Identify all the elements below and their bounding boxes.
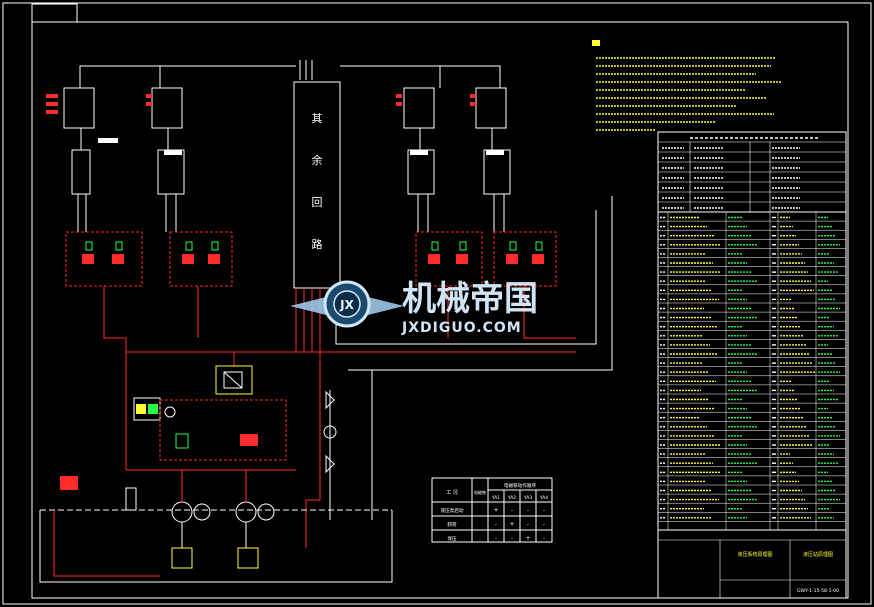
op-table-subhead: YA4: [539, 495, 548, 501]
drawing-number: GWY-1-15-58-1-00: [797, 588, 839, 594]
valve-spools: [82, 254, 544, 264]
op-table-cell: -: [511, 535, 513, 542]
main-pressure-lines: [103, 286, 576, 548]
check-valves: [323, 390, 337, 474]
op-table-cell: -: [543, 521, 545, 528]
center-label-char: 余: [312, 153, 323, 167]
drawing-border: [31, 21, 849, 599]
op-table-row-label: 液压泵启动: [441, 507, 464, 514]
top-manifold-lines: [79, 60, 501, 88]
actuator-red-markers: [46, 94, 476, 114]
cylinder-label-plates: [98, 138, 504, 155]
cylinder-bodies: [71, 128, 511, 195]
watermark-emblem-text: JX: [339, 298, 354, 312]
other-circuits-box: [293, 81, 341, 289]
title-block-line1: 液压系统原理图: [737, 551, 772, 558]
tech-parameter-table: [657, 131, 847, 213]
op-table-cell: +: [509, 521, 514, 528]
op-table-cell: -: [543, 507, 545, 514]
op-table-subhead: YA1: [491, 495, 500, 501]
watermark-title: 机械帝国: [402, 279, 538, 319]
cylinder-pipes: [77, 194, 505, 232]
valve-green-symbols: [85, 241, 543, 251]
return-filter: [215, 365, 253, 395]
op-table-cell: +: [493, 507, 498, 514]
technical-notes: [592, 40, 782, 131]
parts-list: [657, 211, 847, 531]
actuator-boxes: [63, 87, 507, 129]
op-table-cell: -: [495, 535, 497, 542]
op-table-subhead: YA3: [523, 495, 532, 501]
corner-tag-box: [31, 3, 78, 23]
operation-table: [431, 477, 553, 543]
watermark-url: JXDIGUO.COM: [401, 320, 522, 336]
op-table-cell: -: [527, 521, 529, 528]
op-table-cell: -: [511, 507, 513, 514]
op-table-cell: +: [525, 535, 530, 542]
title-block: [657, 529, 847, 599]
op-table-row-label: 保压: [447, 535, 457, 542]
op-table-cell: -: [495, 521, 497, 528]
center-label-char: 其: [312, 112, 323, 125]
op-table-subhead: YA2: [507, 495, 516, 501]
title-block-line2: 液压站原理图: [803, 551, 833, 558]
gauge-station: [133, 397, 287, 461]
op-table-cell: -: [543, 535, 545, 542]
op-table-cell: -: [527, 507, 529, 514]
op-table-header-first: 电磁铁: [474, 489, 486, 495]
watermark-emblem: JX: [290, 280, 404, 328]
pump-motor-groups: [126, 469, 296, 569]
oil-tank: [39, 476, 393, 583]
op-table-header-mode: 工 况: [446, 490, 458, 496]
center-label-char: 回: [312, 196, 323, 209]
op-table-row-label: 卸荷: [447, 521, 457, 528]
center-label-char: 路: [312, 238, 323, 251]
op-table-header-group: 电磁铁动作顺序: [504, 482, 537, 489]
